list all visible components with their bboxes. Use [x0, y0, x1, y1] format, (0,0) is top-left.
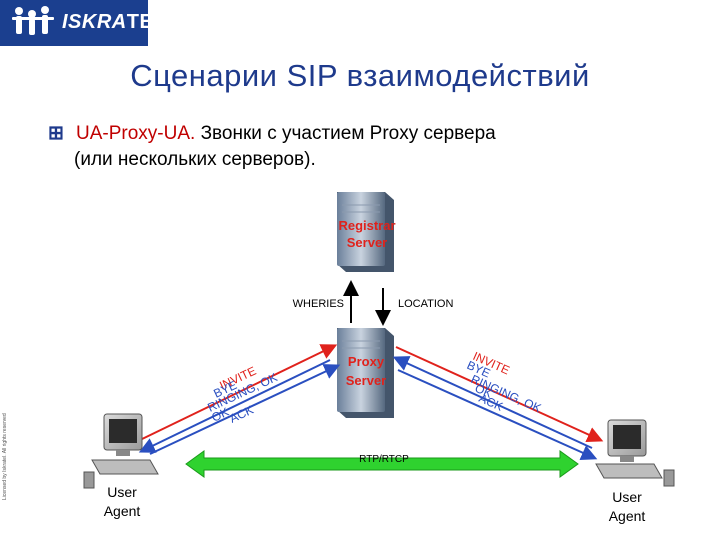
bullet-highlight: UA-Proxy-UA. — [76, 123, 196, 144]
registrar-server-icon — [337, 192, 394, 272]
proxy-label-line2: Server — [346, 373, 386, 388]
left-ua-label-line1: User — [107, 484, 137, 500]
people-logo-icon — [12, 6, 54, 35]
brand-name-part1: ISKRA — [62, 11, 127, 33]
left-ua-label-line2: Agent — [104, 503, 141, 519]
left-msg-ok: OK — [209, 405, 231, 425]
right-ua-label-line1: User — [612, 489, 642, 505]
bullet-text-line2: (или нескольких серверов). — [74, 149, 316, 170]
queries-label: WHERIES — [293, 298, 344, 310]
right-computer-icon — [595, 419, 675, 487]
right-msg-ok: OK — [473, 381, 495, 401]
right-request-arrow — [395, 346, 604, 442]
left-request-arrow — [139, 344, 338, 441]
rtp-label: RTP/RTCP — [359, 454, 409, 465]
proxy-label-line1: Proxy — [348, 354, 385, 369]
left-messages: INVITE BYE RINGING, OK OK ACK — [205, 364, 279, 426]
registrar-label-line1: Registrar — [338, 218, 395, 233]
bullet-item: ⊞ UA-Proxy-UA. Звонки с участием Proxy се… — [48, 121, 688, 173]
left-ack-arrow — [149, 364, 341, 455]
bullet-text-line1: Звонки с участием Proxy сервера — [195, 123, 496, 144]
brand-name: ISKRATEL — [62, 11, 166, 34]
plus-bullet-icon: ⊞ — [48, 123, 64, 144]
right-ack-arrow — [397, 369, 598, 461]
right-ua-label-line2: Agent — [609, 508, 646, 524]
registrar-label-line2: Server — [347, 235, 387, 250]
proxy-server-icon — [337, 328, 394, 418]
brand-logo: ISKRATEL — [0, 0, 166, 46]
location-label: LOCATION — [398, 298, 453, 310]
rtp-arrow — [185, 450, 579, 478]
slide-title: Сценарии SIP взаимодействий — [130, 58, 590, 93]
brand-name-part2: TEL — [126, 11, 167, 33]
right-response-arrow — [392, 356, 593, 449]
left-computer-icon — [83, 413, 159, 489]
left-response-arrow — [138, 359, 331, 453]
